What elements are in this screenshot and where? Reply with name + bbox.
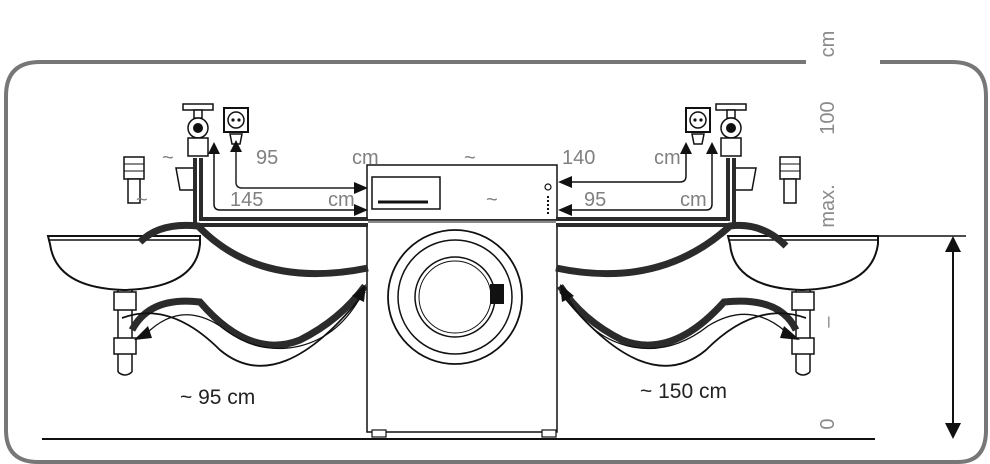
left-upper-tilde: ~ bbox=[162, 147, 174, 169]
height-dimension bbox=[878, 235, 966, 439]
left-drain-length: ~ 95 cm bbox=[180, 386, 255, 409]
height-scale-zero: 0 bbox=[817, 418, 839, 429]
left-lower-dimension bbox=[208, 142, 368, 216]
left-inlet-hose bbox=[193, 158, 368, 227]
right-drain-dimension bbox=[560, 284, 800, 350]
left-upper-length-unit: cm bbox=[352, 147, 379, 169]
right-upper-length-value: 140 bbox=[562, 147, 595, 169]
height-scale-unit: cm bbox=[817, 31, 839, 58]
right-bolt-icon bbox=[779, 156, 801, 204]
height-scale-dash: – bbox=[817, 316, 839, 328]
left-socket-icon bbox=[223, 107, 249, 145]
left-upper-length-value: 95 bbox=[256, 147, 278, 169]
frame-border bbox=[4, 60, 988, 464]
left-drain-dimension bbox=[134, 284, 366, 350]
center-lower-tilde: ~ bbox=[486, 189, 498, 211]
right-lower-length-value: 95 bbox=[584, 189, 606, 211]
right-upper-length-unit: cm bbox=[654, 147, 681, 169]
right-drain-hoses bbox=[555, 221, 807, 367]
height-scale-max: max. bbox=[817, 184, 839, 227]
height-scale-top: 100 bbox=[817, 101, 839, 134]
left-upper-dimension bbox=[230, 140, 368, 194]
left-lower-tilde: ~ bbox=[136, 189, 148, 211]
right-upper-dimension bbox=[558, 142, 692, 188]
left-lower-length-value: 145 bbox=[230, 189, 263, 211]
right-lower-length-unit: cm bbox=[680, 189, 707, 211]
right-water-tap-icon bbox=[715, 103, 757, 191]
left-bolt-icon bbox=[123, 156, 145, 204]
right-drain-length: ~ 150 cm bbox=[640, 380, 727, 403]
right-lower-dimension bbox=[558, 142, 718, 216]
right-sink bbox=[726, 235, 879, 376]
right-inlet-hose bbox=[556, 158, 736, 227]
left-drain-hoses bbox=[121, 221, 369, 367]
left-lower-length-unit: cm bbox=[328, 189, 355, 211]
right-socket-icon bbox=[685, 107, 711, 145]
left-sink bbox=[46, 235, 201, 376]
center-upper-tilde: ~ bbox=[464, 147, 476, 169]
washing-machine bbox=[366, 164, 558, 438]
